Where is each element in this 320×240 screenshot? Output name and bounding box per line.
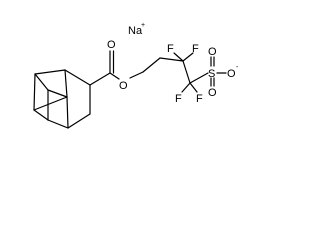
bond — [64, 69, 91, 86]
sulfonate-charge: - — [236, 64, 239, 71]
bond — [34, 73, 49, 91]
bond — [47, 89, 68, 98]
bond — [173, 52, 184, 62]
ester-group: O O — [89, 39, 184, 92]
sulfonate-oxygen-label: O — [227, 68, 236, 80]
bond — [64, 69, 68, 98]
bond — [67, 113, 91, 129]
bond — [182, 52, 194, 62]
bond — [109, 72, 120, 80]
bond — [33, 73, 36, 111]
fluorine-label: F — [196, 93, 203, 105]
sulfonate-oxygen-label: O — [208, 87, 217, 99]
adamantane-cage — [33, 69, 91, 129]
sulfonate-oxygen-label: O — [208, 46, 217, 58]
bond — [33, 96, 68, 111]
chemical-structure: Na + O O F F F — [33, 22, 239, 129]
structure-diagram: Na + O O F F F — [33, 22, 239, 129]
ester-oxygen-label: O — [119, 80, 128, 92]
bond — [129, 71, 144, 79]
bond — [47, 119, 69, 129]
bond — [189, 72, 209, 84]
fluorine-label: F — [192, 43, 199, 55]
bond — [189, 82, 198, 93]
bond — [182, 60, 191, 84]
bond — [34, 69, 66, 75]
difluoro-carbon-1: F F — [167, 43, 199, 84]
carbonyl-oxygen-label: O — [107, 39, 116, 51]
sodium-label: Na — [128, 25, 143, 37]
fluorine-label: F — [175, 93, 182, 105]
bond — [142, 57, 161, 73]
bond — [159, 57, 184, 62]
sodium-charge: + — [141, 22, 145, 29]
bond — [33, 109, 49, 121]
bond — [89, 72, 111, 86]
bond — [66, 96, 69, 129]
bond — [181, 82, 191, 93]
sulfur-label: S — [208, 68, 215, 80]
fluorine-label: F — [167, 43, 174, 55]
difluoro-carbon-2: F F — [175, 72, 209, 105]
sulfonate-group: S O O O - — [208, 46, 239, 99]
